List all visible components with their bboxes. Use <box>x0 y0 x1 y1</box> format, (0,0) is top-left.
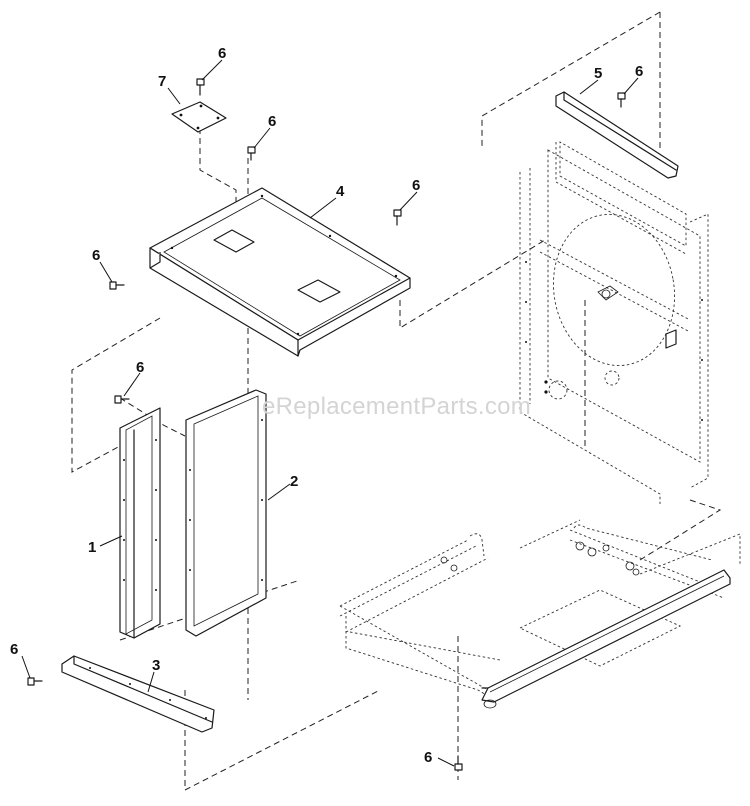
callout-1: 1 <box>88 539 96 556</box>
callout-4: 4 <box>336 183 345 200</box>
bolt-icon <box>393 209 402 226</box>
callout-6: 6 <box>92 247 100 264</box>
bolt-icons <box>27 78 626 771</box>
part-7-cover-plate <box>171 101 227 133</box>
part-5-rail <box>555 91 679 179</box>
callout-labels: 7 6 6 6 6 5 4 6 6 1 2 3 6 6 <box>10 45 643 766</box>
part-1-side-panel <box>119 407 161 639</box>
bolt-icon <box>454 755 463 771</box>
callout-6: 6 <box>268 113 276 130</box>
callout-6: 6 <box>635 63 643 80</box>
bolt-icon <box>617 92 626 108</box>
callout-7: 7 <box>158 73 166 90</box>
callout-6: 6 <box>218 45 226 62</box>
part-3-bottom-channel <box>61 655 215 733</box>
callout-3: 3 <box>152 657 160 674</box>
bolt-icon <box>247 146 256 161</box>
part-4-top-plate <box>149 187 411 357</box>
radiator-shroud-assembly <box>519 141 709 504</box>
bolt-icon <box>109 281 125 290</box>
callout-6: 6 <box>424 749 432 766</box>
part-2-side-panel <box>185 389 267 637</box>
base-frame <box>339 519 741 709</box>
leader-lines <box>21 59 639 767</box>
bolt-icon <box>114 395 130 404</box>
callout-5: 5 <box>594 65 602 82</box>
callout-2: 2 <box>290 473 298 490</box>
callout-6: 6 <box>136 359 144 376</box>
callout-6: 6 <box>10 641 18 658</box>
watermark-text: eReplacementParts.com <box>262 393 531 420</box>
callout-6: 6 <box>412 177 420 194</box>
bolt-icon <box>196 78 205 96</box>
bolt-icon <box>27 677 43 686</box>
